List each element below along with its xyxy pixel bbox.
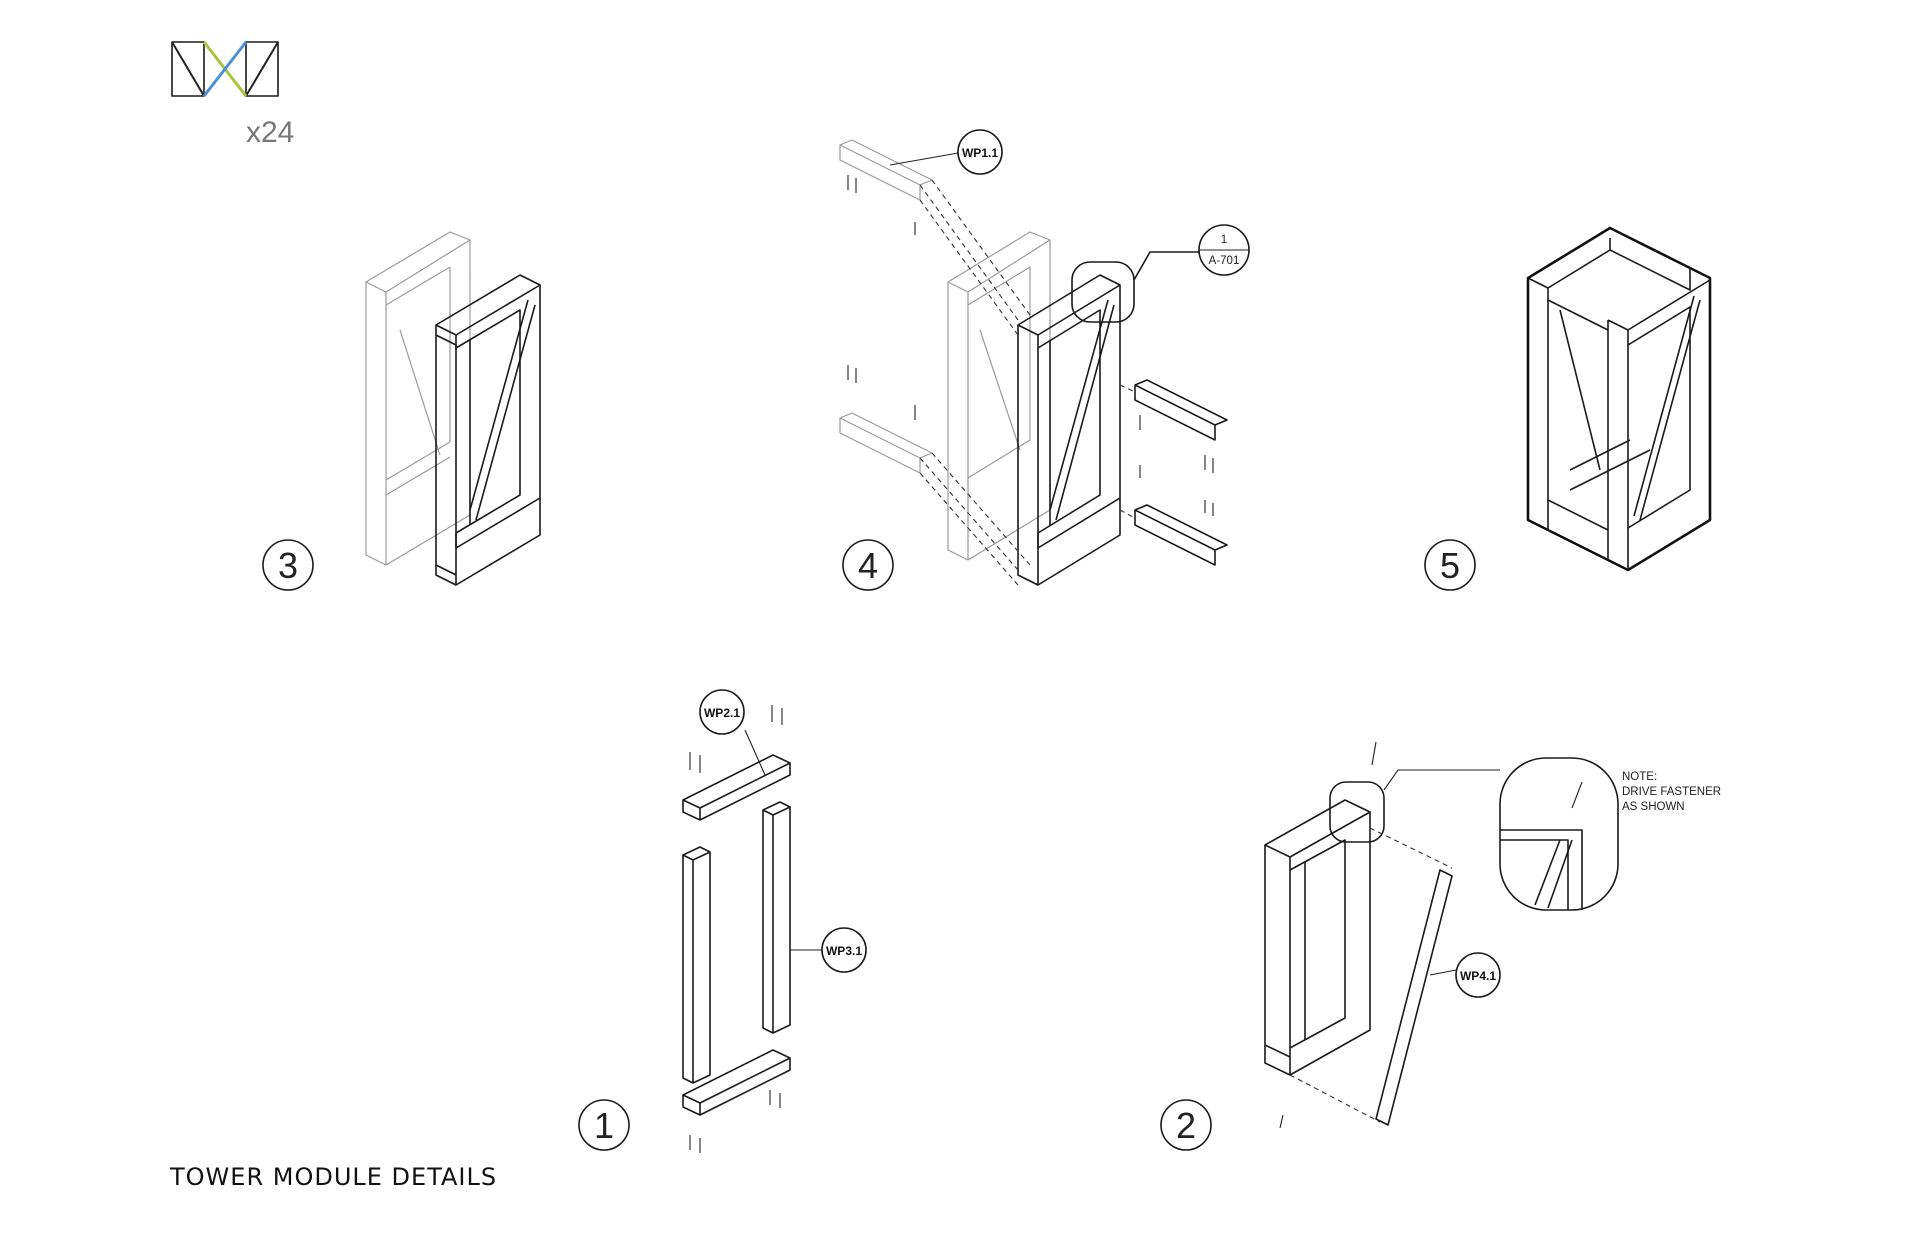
svg-text:4: 4 (858, 545, 878, 586)
svg-text:WP3.1: WP3.1 (826, 944, 862, 958)
callout-section-ref: 1 A-701 (1198, 224, 1250, 276)
callout-wp4-1: WP4.1 (1429, 952, 1501, 998)
note-line-2: DRIVE FASTENER (1622, 786, 1721, 798)
svg-text:3: 3 (278, 545, 298, 586)
callout-wp3-1: WP3.1 (790, 927, 867, 973)
logo-sub-label: x24 (246, 116, 294, 149)
svg-text:WP4.1: WP4.1 (1460, 969, 1496, 983)
svg-text:WP2.1: WP2.1 (704, 706, 740, 720)
svg-text:WP1.1: WP1.1 (962, 146, 998, 160)
step-3-illustration (365, 231, 541, 586)
page-title: TOWER MODULE DETAILS (170, 1163, 498, 1191)
callout-wp1-1: WP1.1 (889, 129, 1003, 175)
step-5-marker: 5 (1424, 539, 1476, 591)
note-line-3: AS SHOWN (1622, 801, 1685, 813)
step-5-illustration (1526, 226, 1712, 572)
step-4-marker: 4 (842, 539, 894, 591)
note: NOTE: DRIVE FASTENER AS SHOWN (1622, 771, 1721, 813)
step-2-illustration (1264, 741, 1619, 1129)
note-line-1: NOTE: (1622, 771, 1657, 783)
svg-text:1: 1 (594, 1105, 614, 1146)
svg-text:5: 5 (1440, 545, 1460, 586)
callout-wp2-1: WP2.1 (699, 689, 766, 776)
step-2-marker: 2 (1160, 1099, 1212, 1151)
logo: x24 (171, 41, 294, 149)
svg-text:2: 2 (1176, 1105, 1196, 1146)
svg-text:1: 1 (1221, 234, 1227, 246)
step-1-marker: 1 (578, 1099, 630, 1151)
step-3-marker: 3 (262, 539, 314, 591)
step-4-illustration (839, 139, 1228, 586)
step-1-illustration (682, 705, 791, 1153)
svg-text:A-701: A-701 (1209, 255, 1240, 267)
